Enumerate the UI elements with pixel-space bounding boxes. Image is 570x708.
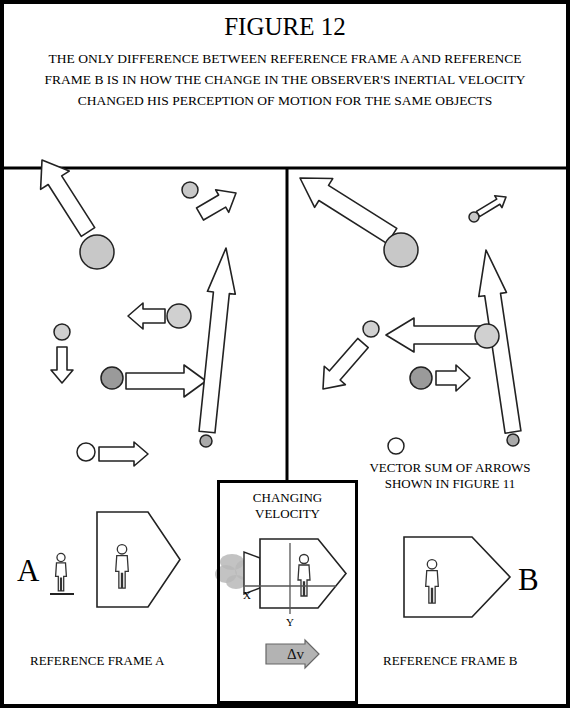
motion-arrow: [51, 347, 73, 383]
figure-subtitle: THE ONLY DIFFERENCE BETWEEN REFERENCE FR…: [33, 48, 538, 111]
figure-title: FIGURE 12: [0, 12, 570, 42]
observer-body: [298, 565, 310, 596]
inset-box: CHANGING VELOCITY Δv: [217, 480, 358, 704]
observer-head: [57, 553, 65, 561]
observer-head: [427, 560, 436, 569]
frame-letter: A: [17, 553, 39, 589]
observer-body: [116, 556, 129, 589]
motion-arrow: [386, 318, 484, 352]
delta-v-arrow: Δv: [265, 640, 319, 668]
observer-head: [117, 545, 126, 554]
observer-body: [426, 571, 439, 604]
title-divider: [0, 167, 570, 170]
spaceship-a: [97, 512, 180, 607]
moving-object: [101, 367, 123, 389]
motion-arrow: [300, 178, 397, 244]
motion-arrow: [41, 160, 95, 236]
moving-object: [363, 321, 379, 337]
y-axis: [289, 543, 290, 614]
observer-figure: [426, 560, 439, 604]
ground-line: [50, 593, 74, 595]
observer-head: [300, 555, 309, 564]
motion-arrow: [196, 190, 236, 220]
motion-arrow: [126, 365, 206, 397]
motion-arrow: [199, 248, 235, 433]
inset-heading: CHANGING VELOCITY: [233, 490, 343, 522]
moving-object: [410, 367, 432, 389]
axis-label: X: [243, 589, 251, 602]
observer-figure: [298, 555, 310, 597]
frame-caption: REFERENCE FRAME B: [383, 654, 517, 669]
moving-object: [54, 324, 70, 340]
rocket-nozzle: [244, 552, 260, 594]
note-text: VECTOR SUM OF ARROWS SHOWN IN FIGURE 11: [355, 460, 545, 492]
moving-object: [384, 233, 418, 267]
frame-letter: B: [518, 562, 539, 598]
motion-arrow: [128, 303, 165, 329]
moving-object: [388, 438, 404, 454]
spaceship-b: [404, 537, 510, 617]
moving-object: [77, 443, 95, 461]
moving-object: [167, 304, 191, 328]
motion-arrow: [323, 338, 368, 389]
moving-object: [182, 182, 198, 198]
moving-object: [469, 212, 479, 222]
moving-object: [475, 324, 499, 348]
objects: [54, 182, 519, 461]
title-band: FIGURE 12 THE ONLY DIFFERENCE BETWEEN REF…: [0, 0, 570, 168]
observer-figure: [56, 553, 67, 590]
spaceship-accelerating: [260, 539, 346, 608]
observer-figure: [116, 545, 129, 589]
motion-arrow: [476, 196, 506, 217]
observer-body: [56, 563, 67, 591]
moving-object: [507, 434, 519, 446]
delta-v-label: Δv: [280, 640, 304, 668]
moving-object: [200, 435, 212, 447]
frame-caption: REFERENCE FRAME A: [30, 654, 164, 669]
motion-arrows: [41, 160, 521, 466]
axis-label: Y: [286, 616, 294, 629]
motion-arrow: [99, 442, 148, 466]
motion-arrow: [436, 365, 470, 391]
moving-object: [80, 235, 114, 269]
panel-divider: [286, 168, 289, 482]
delta-v-arrow-shape: [266, 640, 319, 668]
